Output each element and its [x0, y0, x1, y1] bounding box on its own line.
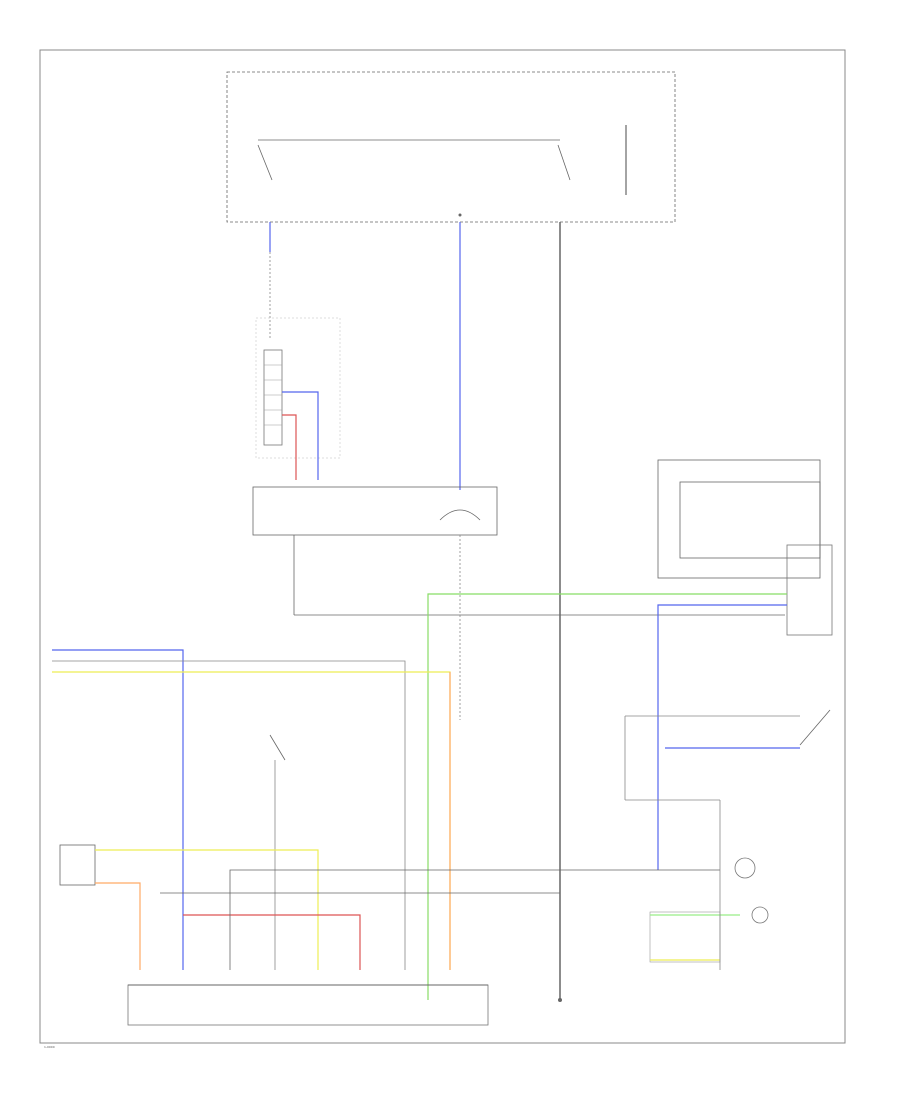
resistor-outline [255, 317, 341, 459]
module-switch-left [257, 144, 273, 181]
under-dash-fuse-box [226, 71, 676, 223]
ambient-sensor [734, 857, 756, 879]
wire-yellow-bottom [95, 849, 319, 970]
diagram-code: 1-0000 [44, 1045, 55, 1049]
blower-resistor [263, 349, 283, 446]
wire-blue-left [52, 649, 184, 970]
right-loop-outer [657, 459, 821, 579]
ground-dot [558, 998, 562, 1002]
module-switch-right [557, 144, 571, 181]
wire-yellow-left [52, 671, 451, 970]
switch-lever [269, 734, 286, 761]
wire-red-resistor [282, 414, 297, 480]
wire-blue-resistor [282, 391, 319, 480]
switch-box [649, 911, 721, 963]
pressure-sensor [59, 844, 96, 886]
wire-gray-left-harness [52, 660, 406, 970]
right-loop-inner [679, 481, 821, 559]
diagram-frame [39, 49, 846, 1044]
ecm-connector [786, 544, 833, 636]
blower-motor-relay [252, 486, 498, 536]
wire-gray-right-bottom [229, 869, 720, 970]
wire-blue-right [657, 604, 787, 870]
wire-red-bottom [183, 914, 361, 970]
module-node [458, 213, 462, 217]
blower-motor-arc [439, 509, 481, 521]
wire-green-right [427, 593, 787, 1000]
illumination-lamp [751, 906, 769, 924]
wire-orange-bottom [95, 882, 141, 970]
climate-control-unit [127, 984, 489, 1026]
right-switch-lever [799, 709, 831, 746]
